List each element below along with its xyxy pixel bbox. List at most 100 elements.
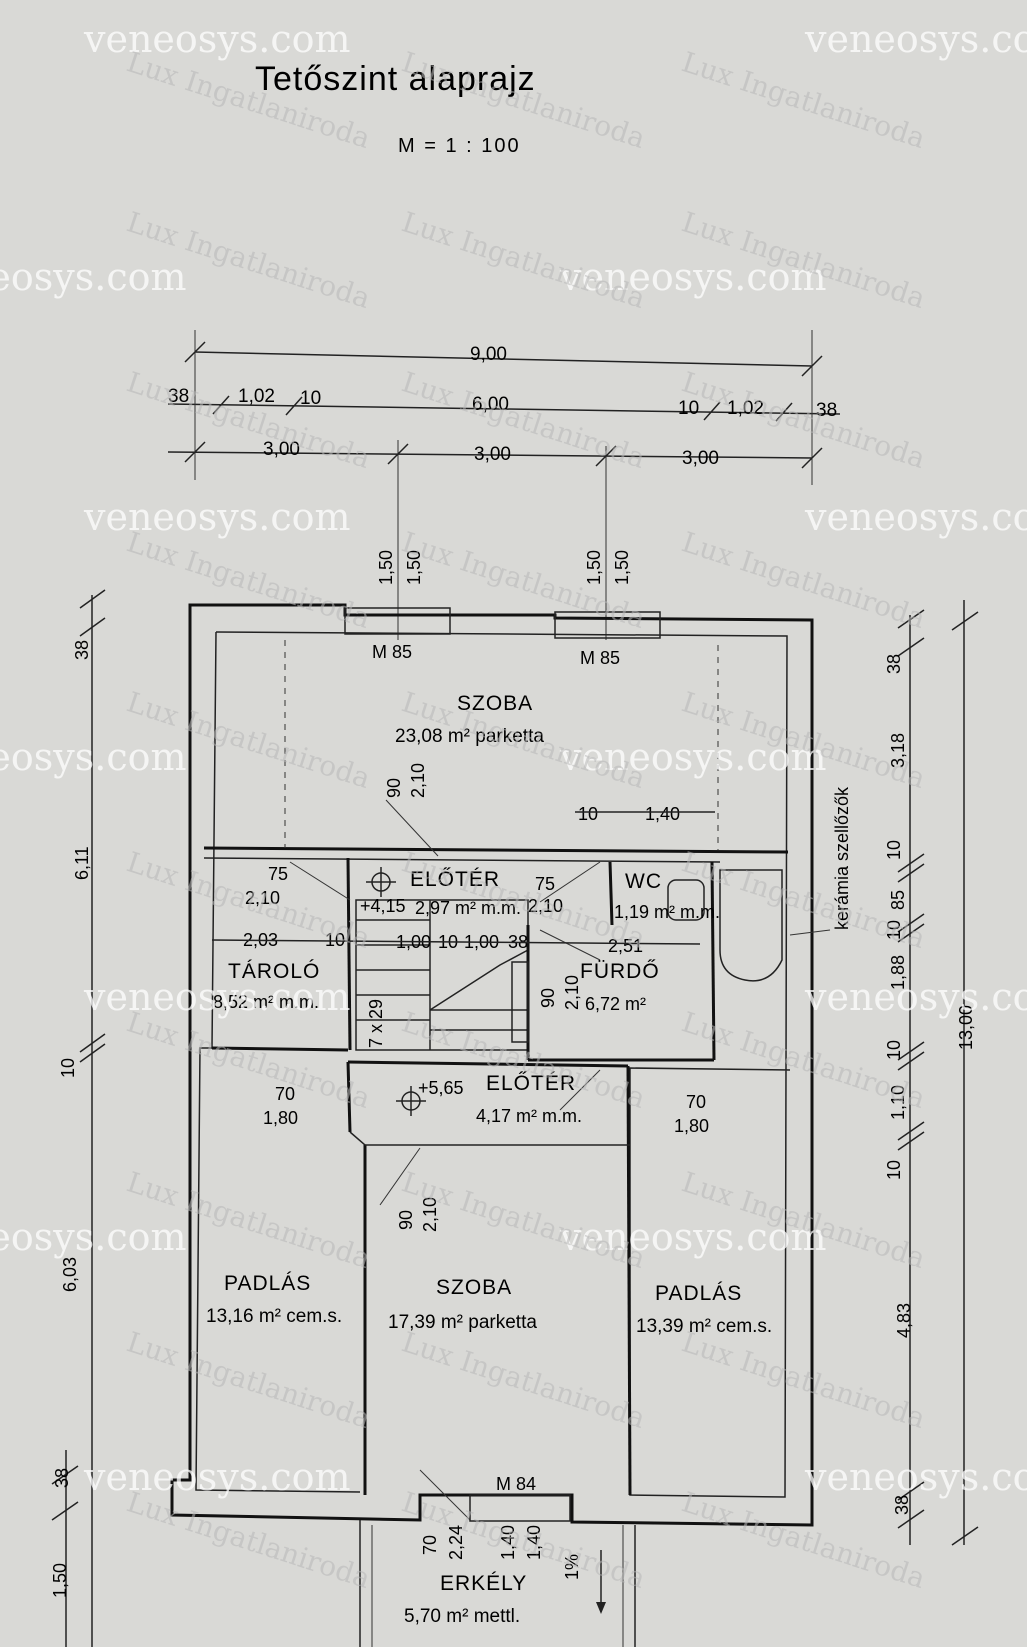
watermark-site: veneosys.com — [0, 255, 187, 299]
dim-right-318: 3,18 — [888, 733, 908, 768]
door-90-c: 90 — [396, 1210, 416, 1230]
watermark-site: veneosys.com — [83, 17, 351, 61]
area-wc: 1,19 m² m.m. — [614, 902, 720, 922]
watermark-agency: Lux Ingatlaniroda — [398, 365, 650, 475]
dim-right-10c: 10 — [884, 1040, 904, 1060]
dim-right-total: 13,00 — [956, 1005, 976, 1050]
window-m85-left — [344, 607, 451, 635]
room-wc: WC — [625, 870, 662, 893]
dim-window-height-1a: 1,50 — [376, 550, 396, 585]
watermark-site: veneosys.com — [83, 495, 351, 539]
watermark-site: veneosys.com — [804, 495, 1027, 539]
room-szoba-bottom: SZOBA — [436, 1276, 512, 1299]
area-eloter-top: 2,97 m² m.m. — [415, 898, 521, 918]
dim-left-balcony: 1,50 — [50, 1563, 70, 1598]
door-70-left: 70 — [275, 1084, 295, 1104]
balcony-224: 2,24 — [446, 1525, 466, 1560]
level-top: +4,15 — [360, 896, 406, 916]
dim-window-height-2a: 1,50 — [584, 550, 604, 585]
left-dimension-lines — [51, 589, 106, 1647]
watermark-site: veneosys.com — [559, 735, 827, 779]
dim-left-lower: 6,03 — [60, 1257, 80, 1292]
area-szoba-bottom: 17,39 m² parketta — [388, 1312, 537, 1333]
dim-left-bottom-wall: 38 — [52, 1468, 72, 1488]
dim-10-a: 10 — [325, 930, 345, 950]
door-210-a: 2,10 — [408, 763, 428, 798]
dim-251: 2,51 — [608, 936, 643, 956]
door-180-left: 1,80 — [263, 1108, 298, 1128]
dim-right-483: 4,83 — [894, 1303, 914, 1338]
area-furdo: 6,72 m² — [585, 994, 646, 1014]
right-dimension-lines — [897, 600, 979, 1546]
stairs-label: 7 x 29 — [366, 999, 386, 1048]
dim-right-85: 85 — [888, 890, 908, 910]
door-210-b: 2,10 — [562, 975, 582, 1010]
plan-title: Tetőszint alaprajz — [255, 60, 536, 98]
dim-total-width: 9,00 — [470, 344, 507, 365]
door-210-c: 2,10 — [420, 1197, 440, 1232]
room-eloter-bottom: ELŐTÉR — [486, 1072, 576, 1095]
dim-wall-right: 38 — [816, 400, 837, 421]
window-m85-right — [554, 611, 661, 639]
area-erkely: 5,70 m² mettl. — [404, 1606, 520, 1627]
watermark-agency: Lux Ingatlaniroda — [678, 45, 930, 155]
balcony-140a: 1,40 — [498, 1525, 518, 1560]
label-window-3: M 84 — [496, 1474, 536, 1494]
dim-gap-left: 10 — [300, 388, 321, 409]
door-90-a: 90 — [384, 778, 404, 798]
watermark-agency: Lux Ingatlaniroda — [123, 365, 375, 475]
dim-140: 1,40 — [645, 804, 680, 824]
door-210-left: 2,10 — [245, 888, 280, 908]
room-furdo: FÜRDŐ — [580, 960, 660, 983]
dim-seg-right: 1,02 — [727, 398, 764, 419]
area-tarolo: 8,52 m² m.m. — [213, 992, 319, 1012]
watermarks: veneosys.com veneosys.com veneosys.com v… — [0, 17, 1027, 1595]
dim-third-3: 3,00 — [682, 448, 719, 469]
watermark-site: veneosys.com — [559, 1215, 827, 1259]
dim-right-bottom-wall: 38 — [892, 1495, 912, 1515]
dim-middle: 6,00 — [472, 394, 509, 415]
area-padlas-left: 13,16 m² cem.s. — [206, 1306, 342, 1327]
room-szoba-top: SZOBA — [457, 692, 533, 715]
dim-right-10d: 10 — [884, 1160, 904, 1180]
watermark-site: veneosys.com — [804, 17, 1027, 61]
door-70-right: 70 — [686, 1092, 706, 1112]
door-180-right: 1,80 — [674, 1116, 709, 1136]
area-padlas-right: 13,39 m² cem.s. — [636, 1316, 772, 1337]
watermark-site: veneosys.com — [83, 1455, 351, 1499]
watermark-agency: Lux Ingatlaniroda — [678, 1325, 930, 1435]
watermark-agency: Lux Ingatlaniroda — [123, 1485, 375, 1595]
slope-arrow-icon — [596, 1602, 606, 1614]
watermark-site: veneosys.com — [804, 1455, 1027, 1499]
level-bottom: +5,65 — [418, 1078, 464, 1098]
wc-fixture — [667, 879, 705, 921]
area-eloter-bottom: 4,17 m² m.m. — [476, 1106, 582, 1126]
watermark-site: veneosys.com — [804, 975, 1027, 1019]
dim-gap-right: 10 — [678, 398, 699, 419]
balcony-slope: 1% — [562, 1554, 582, 1580]
dim-seg-left: 1,02 — [238, 386, 275, 407]
dim-left-top-wall: 38 — [72, 640, 92, 660]
window-m84 — [469, 1494, 571, 1522]
watermark-agency: Lux Ingatlaniroda — [398, 1325, 650, 1435]
balcony-140b: 1,40 — [524, 1525, 544, 1560]
room-erkely: ERKÉLY — [440, 1572, 527, 1595]
bathtub — [719, 869, 783, 982]
area-szoba-top: 23,08 m² parketta — [395, 726, 544, 747]
room-padlas-left: PADLÁS — [224, 1272, 311, 1295]
watermark-agency: Lux Ingatlaniroda — [123, 1325, 375, 1435]
plan-scale: M = 1 : 100 — [398, 135, 521, 157]
dim-window-height-1b: 1,50 — [404, 550, 424, 585]
watermark-agency: Lux Ingatlaniroda — [123, 1005, 375, 1115]
dim-right-10a: 10 — [884, 840, 904, 860]
dim-left-mid-wall: 10 — [58, 1058, 78, 1078]
dim-wall-left: 38 — [168, 386, 189, 407]
door-210-mid: 2,10 — [528, 896, 563, 916]
dim-10-before-140: 10 — [578, 804, 598, 824]
dim-right-188: 1,88 — [888, 955, 908, 990]
dim-right-110: 1,10 — [888, 1085, 908, 1120]
door-90-b: 90 — [538, 988, 558, 1008]
dim-right-10b: 10 — [884, 920, 904, 940]
